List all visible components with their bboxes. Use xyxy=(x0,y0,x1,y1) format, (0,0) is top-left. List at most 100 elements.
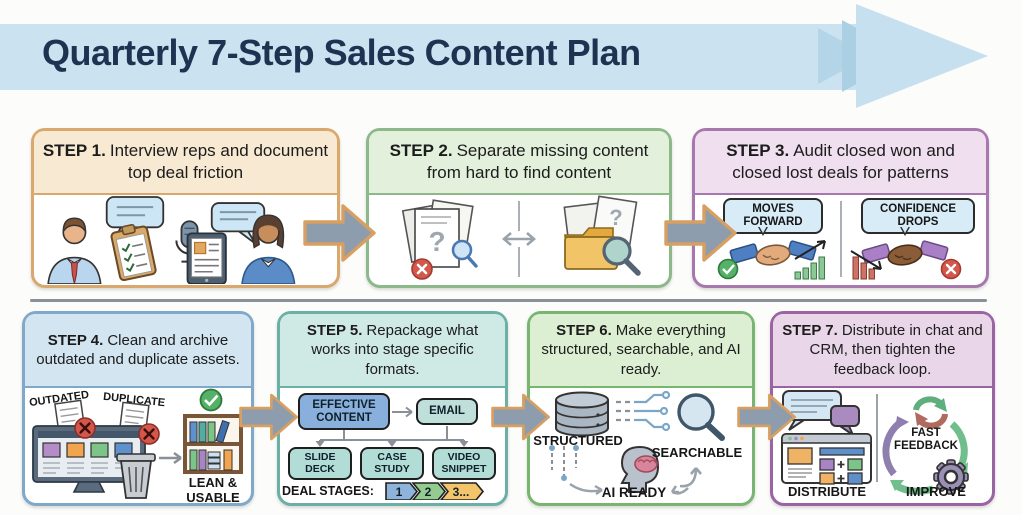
missing-documents-icon: ? xyxy=(401,199,478,280)
step-5-header: STEP 5.Repackage what works into stage s… xyxy=(280,314,505,388)
trash-icon xyxy=(116,453,156,499)
distribute-improve-scene-icon xyxy=(781,390,969,495)
searchable-label: SEARCHABLE xyxy=(651,445,743,460)
step-6-header: STEP 6.Make everything structured, searc… xyxy=(530,314,752,388)
step-5-label: STEP 5. xyxy=(306,321,363,339)
man-icon xyxy=(47,217,102,284)
handshake-lost-icon xyxy=(861,240,949,266)
step-4-box: STEP 4.Clean and archive outdated and du… xyxy=(22,311,254,506)
right-arrow-icon xyxy=(159,451,182,465)
step-3-title: Audit closed won and closed lost deals f… xyxy=(732,141,955,182)
check-circle-icon xyxy=(717,258,739,280)
connector-arrow-2 xyxy=(664,204,737,262)
step-1-illustration xyxy=(34,195,337,284)
stage-2-label: 2 xyxy=(425,485,432,499)
tablet-icon xyxy=(186,232,227,284)
content-audit-scene-icon: ? xyxy=(401,195,641,280)
woman-icon xyxy=(241,214,296,284)
chat-bubbles-icon xyxy=(782,390,860,438)
step-7-label: STEP 7. xyxy=(782,321,838,339)
crm-window-icon xyxy=(781,433,872,485)
banner-band xyxy=(0,24,872,90)
step-2-box: STEP 2.Separate missing content from har… xyxy=(366,128,672,288)
deal-stages-label: DEAL STAGES: xyxy=(282,484,374,498)
step-7-title: Distribute in chat and CRM, then tighten… xyxy=(809,321,983,378)
step-2-title: Separate missing content from hard to fi… xyxy=(426,141,649,182)
flow-arrow-icon xyxy=(315,406,469,447)
improve-label: IMPROVE xyxy=(906,484,966,499)
step-3-label: STEP 3. xyxy=(726,141,790,161)
circuit-icon xyxy=(616,390,671,432)
step-3-header: STEP 3.Audit closed won and closed lost … xyxy=(695,131,986,195)
case-study-box: CASE STUDY xyxy=(360,447,424,480)
step-1-header: STEP 1.Interview reps and document top d… xyxy=(34,131,337,195)
step-5-illustration: 1 2 3... EFFECTIVE CONTENT EMAIL SLIDE D… xyxy=(280,388,505,500)
step-2-label: STEP 2. xyxy=(389,141,453,161)
refresh-cycle-icon xyxy=(913,396,948,429)
flow-connector-lines: 1 2 3... xyxy=(315,406,485,500)
slide-deck-box: SLIDE DECK xyxy=(288,447,352,480)
swap-arrow-icon xyxy=(501,231,537,247)
step-3-box: STEP 3.Audit closed won and closed lost … xyxy=(692,128,989,288)
structured-label: STRUCTURED xyxy=(533,433,623,448)
email-box: EMAIL xyxy=(416,398,478,425)
row-divider xyxy=(30,299,987,302)
cycle-arrows-icon xyxy=(882,416,968,495)
svg-text:?: ? xyxy=(428,226,445,257)
step-4-title: Clean and archive outdated and duplicate… xyxy=(36,331,240,369)
step-6-label: STEP 6. xyxy=(556,321,612,339)
step-7-header: STEP 7.Distribute in chat and CRM, then … xyxy=(773,314,992,388)
step-6-box: STEP 6.Make everything structured, searc… xyxy=(527,311,755,506)
brain-icon xyxy=(634,455,658,473)
step-4-header: STEP 4.Clean and archive outdated and du… xyxy=(25,314,251,388)
connector-arrow-4 xyxy=(491,393,550,441)
x-circle-icon xyxy=(411,258,433,280)
curved-arrow-icon xyxy=(670,467,702,495)
step-1-title: Interview reps and document top deal fri… xyxy=(109,141,329,182)
lean-usable-label: LEAN & USABLE xyxy=(186,475,240,505)
step-6-title: Make everything structured, searchable, … xyxy=(541,321,741,378)
banner-arrow-icon xyxy=(818,4,988,108)
won-speech-bubble: MOVES FORWARD xyxy=(723,198,823,237)
speech-bubble-icon xyxy=(210,202,266,245)
database-icon xyxy=(555,391,609,437)
cleanup-scene-icon xyxy=(32,388,243,499)
step-5-box: STEP 5.Repackage what works into stage s… xyxy=(277,311,508,506)
video-snippet-box: VIDEO SNIPPET xyxy=(432,447,496,480)
step-2-illustration: ? xyxy=(369,195,669,283)
step-6-illustration: STRUCTURED SEARCHABLE AI READY xyxy=(530,388,752,500)
bookshelf-icon xyxy=(183,414,243,474)
bar-chart-down-icon xyxy=(850,250,882,280)
ai-ready-label: AI READY xyxy=(601,485,667,500)
step-4-illustration: OUTDATED DUPLICATE LEAN & USABLE xyxy=(25,388,251,504)
page-title: Quarterly 7-Step Sales Content Plan xyxy=(42,32,641,73)
ai-ready-scene-icon xyxy=(549,390,725,495)
deal-patterns-scene-icon xyxy=(717,201,962,280)
step-4-label: STEP 4. xyxy=(47,331,104,349)
folder-search-icon: ? xyxy=(563,195,641,276)
connector-arrow-1 xyxy=(303,204,376,262)
fast-feedback-label: FAST FEEDBACK xyxy=(894,427,958,452)
distribute-label: DISTRIBUTE xyxy=(788,484,866,499)
svg-text:?: ? xyxy=(609,205,622,230)
step-3-illustration: MOVES FORWARD CONFIDENCE DROPS xyxy=(695,195,986,283)
x-circle-icon xyxy=(138,423,160,445)
brain-head-icon xyxy=(620,445,660,493)
gear-icon xyxy=(933,459,969,495)
x-circle-icon xyxy=(940,258,962,280)
stage-chevron-icon: 1 2 3... xyxy=(385,482,485,500)
step-2-header: STEP 2.Separate missing content from har… xyxy=(369,131,669,195)
bar-chart-up-icon xyxy=(794,240,826,280)
lost-speech-bubble: CONFIDENCE DROPS xyxy=(861,198,975,237)
step-5-title: Repackage what works into stage specific… xyxy=(311,321,479,378)
check-circle-icon xyxy=(199,388,223,412)
effective-content-box: EFFECTIVE CONTENT xyxy=(298,393,390,430)
magnifier-icon xyxy=(677,393,725,441)
step-1-label: STEP 1. xyxy=(42,141,106,161)
stage-1-label: 1 xyxy=(396,485,403,499)
step-7-illustration: DISTRIBUTE FAST FEEDBACK IMPROVE xyxy=(773,388,992,500)
x-circle-icon xyxy=(74,417,96,439)
stage-3-label: 3... xyxy=(453,485,470,499)
connector-arrow-3 xyxy=(239,393,298,441)
